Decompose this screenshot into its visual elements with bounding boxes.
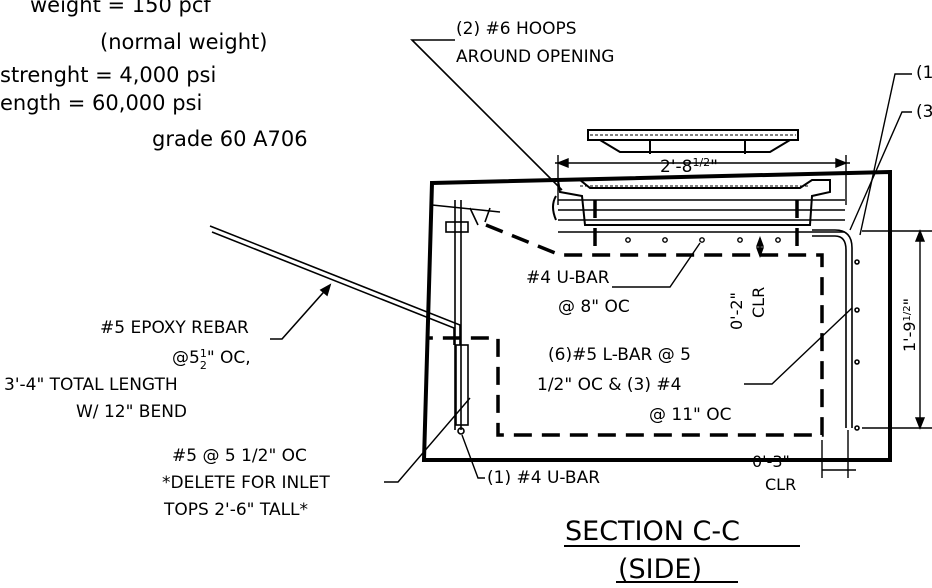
hoops-label-line2: AROUND OPENING — [456, 47, 614, 67]
delete-note-line1: #5 @ 5 1/2" OC — [172, 446, 307, 466]
u-bar-label-line1: #4 U-BAR — [526, 268, 610, 288]
hoops-leader — [410, 39, 563, 191]
grate-cover — [587, 129, 799, 154]
l-bar-label-line3: @ 11" OC — [649, 405, 732, 425]
bottom-clear-dimension — [821, 430, 856, 478]
u-bar-label-line2: @ 8" OC — [558, 297, 630, 317]
bottom-u-bar-label: (1) #4 U-BAR — [487, 468, 600, 488]
l-bar-right — [812, 229, 860, 431]
top-clear-dimension — [755, 236, 765, 258]
l-bar-label-line1: (6)#5 L-BAR @ 5 — [548, 345, 691, 365]
bottom-u-bar-leader — [461, 434, 485, 479]
opening-width-text: 2'-81/2" — [660, 156, 718, 177]
l-bar-label-line2: 1/2" OC & (3) #4 — [537, 375, 681, 395]
frame-seat — [552, 179, 845, 233]
note-normal-weight: (normal weight) — [100, 30, 267, 54]
opening-width-dimension — [555, 155, 850, 205]
hoops-label-line1: (2) #6 HOOPS — [456, 19, 577, 39]
top-clear-value: 0'-2" — [727, 292, 746, 330]
delete-note-leader — [384, 397, 471, 483]
epoxy-label-line1: #5 EPOXY REBAR — [100, 318, 249, 338]
height-dimension — [862, 229, 932, 430]
bottom-clear-word: CLR — [765, 475, 796, 494]
right-leader-2 — [849, 111, 912, 231]
note-unit-weight: weight = 150 pcf — [30, 0, 211, 17]
epoxy-rebar — [209, 225, 461, 345]
inlet-box-outline — [421, 169, 892, 462]
epoxy-label-line3: 3'-4" TOTAL LENGTH — [4, 375, 178, 395]
u-bar-leader — [612, 242, 701, 288]
epoxy-label-line4: W/ 12" BEND — [76, 402, 187, 422]
right-label-1: (1 — [916, 63, 932, 83]
epoxy-leader — [270, 283, 332, 340]
delete-note-line2: *DELETE FOR INLET — [162, 473, 330, 493]
design-notes: weight = 150 pcf (normal weight) strengh… — [0, 0, 308, 151]
right-leader-1 — [859, 73, 912, 236]
top-clear-word: CLR — [749, 287, 768, 318]
note-steel-strength: ength = 60,000 psi — [0, 91, 202, 115]
height-dimension-text: 1'-91/2" — [900, 298, 919, 352]
right-label-2: (3 — [916, 102, 932, 122]
note-concrete-strength: strenght = 4,000 psi — [0, 63, 216, 87]
section-subtitle: (SIDE) — [618, 554, 702, 583]
dashed-inner-wall — [428, 200, 824, 437]
l-bar-leader — [744, 307, 853, 385]
left-wall-rebar — [431, 200, 501, 435]
bottom-clear-value: 0'-3" — [752, 452, 790, 471]
rebar-dots-top — [625, 237, 781, 243]
section-title: SECTION C-C — [565, 516, 740, 547]
delete-note-line3: TOPS 2'-6" TALL* — [163, 500, 308, 520]
note-steel-grade: grade 60 A706 — [152, 127, 308, 151]
